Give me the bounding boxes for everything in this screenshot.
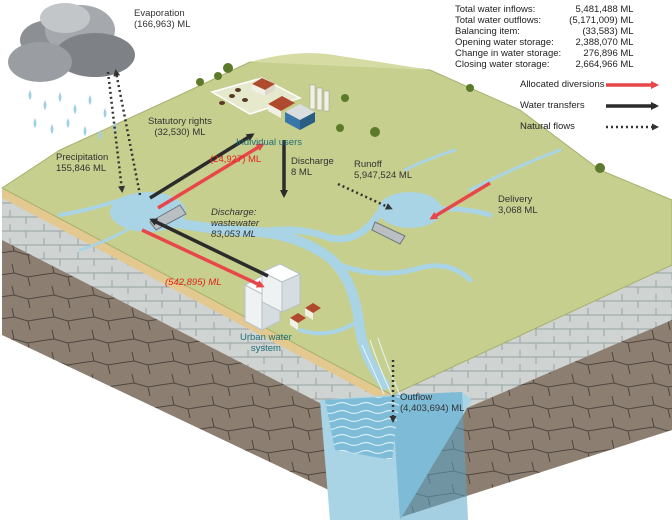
individual-users-label: Individual users <box>236 137 303 148</box>
summary-value: (33,583) ML <box>582 26 634 37</box>
summary-row: Total water inflows: 5,481,488 ML <box>455 4 634 15</box>
evaporation-name: Evaporation <box>134 8 185 19</box>
summary-row: Total water outflows: (5,171,009) ML <box>455 15 634 26</box>
trees <box>196 63 605 173</box>
legend-natural-label: Natural flows <box>520 121 575 132</box>
discharge-name: Discharge <box>291 156 334 167</box>
legend-allocated-label: Allocated diversions <box>520 79 605 90</box>
right-dam <box>371 221 406 245</box>
discharge-label: Discharge 8 ML <box>291 156 334 178</box>
flow-arrows <box>106 69 491 423</box>
rain-drops <box>28 90 117 140</box>
wastewater-line1: Discharge: <box>211 207 257 218</box>
evaporation-arrow <box>113 69 142 196</box>
precipitation-value: 155,846 ML <box>56 163 107 174</box>
outflow-label: Outflow (4,403,694) ML <box>400 392 464 414</box>
delivery-value: 3,068 ML <box>498 205 538 216</box>
statutory-rights-arrow <box>149 133 255 200</box>
summary-row: Opening water storage: 2,388,070 ML <box>455 37 634 48</box>
summary-label: Change in water storage: <box>455 48 562 59</box>
delivery-name: Delivery <box>498 194 533 205</box>
summary-table: Total water inflows: 5,481,488 ML Total w… <box>455 4 634 70</box>
outflow-value: (4,403,694) ML <box>400 403 465 414</box>
summary-value: 5,481,488 ML <box>575 4 634 15</box>
statutory-rights-value: (32,530) ML <box>154 127 206 138</box>
urban-buildings <box>243 263 321 331</box>
summary-row: Change in water storage: 276,896 ML <box>455 48 634 59</box>
outflow-water <box>320 337 472 520</box>
wastewater-arrow <box>149 218 269 278</box>
summary-row: Closing water storage: 2,664,966 ML <box>455 59 634 70</box>
wastewater-line2: wastewater <box>211 218 260 229</box>
grass-surface <box>1 57 672 396</box>
discharge-value: 8 ML <box>291 167 313 178</box>
individual-diversion-arrow <box>157 143 265 210</box>
summary-value: 2,388,070 ML <box>575 37 634 48</box>
summary-label: Closing water storage: <box>455 59 550 70</box>
statutory-rights-name: Statutory rights <box>148 116 212 127</box>
urban-line2: system <box>250 343 281 354</box>
urban-line1: Urban water <box>240 332 292 343</box>
summary-label: Opening water storage: <box>455 37 554 48</box>
outflow-name: Outflow <box>400 392 433 403</box>
runoff-value: 5,947,524 ML <box>354 170 413 181</box>
right-reservoir <box>378 192 442 228</box>
precipitation-label: Precipitation 155,846 ML <box>56 152 108 174</box>
summary-label: Balancing item: <box>455 26 520 37</box>
summary-row: Balancing item: (33,583) ML <box>455 26 634 37</box>
statutory-rights-label: Statutory rights (32,530) ML <box>148 116 212 138</box>
individual-diversion-value: (24,927) ML <box>210 154 262 165</box>
urban-diversion-value: (542,895) ML <box>165 277 222 288</box>
legend-swatches <box>606 81 659 131</box>
rain-cloud <box>8 3 135 82</box>
legend-transfers-label: Water transfers <box>520 100 585 111</box>
wastewater-label: Discharge: wastewater 83,053 ML <box>211 207 259 240</box>
evaporation-value: (166,963) ML <box>134 19 191 30</box>
summary-value: 2,664,966 ML <box>575 59 634 70</box>
runoff-name: Runoff <box>354 159 382 170</box>
urban-water-system-label: Urban water system <box>240 332 292 354</box>
summary-label: Total water outflows: <box>455 15 542 26</box>
summary-value: (5,171,009) ML <box>569 15 634 26</box>
runoff-label: Runoff 5,947,524 ML <box>354 159 412 181</box>
evaporation-label: Evaporation (166,963) ML <box>134 8 191 30</box>
delivery-arrow <box>429 181 491 220</box>
summary-label: Total water inflows: <box>455 4 536 15</box>
summary-value: 276,896 ML <box>583 48 634 59</box>
wastewater-value: 83,053 ML <box>211 229 256 240</box>
farm <box>210 77 330 130</box>
delivery-label: Delivery 3,068 ML <box>498 194 538 216</box>
precipitation-name: Precipitation <box>56 152 109 163</box>
urban-diversion-arrow <box>141 228 265 288</box>
